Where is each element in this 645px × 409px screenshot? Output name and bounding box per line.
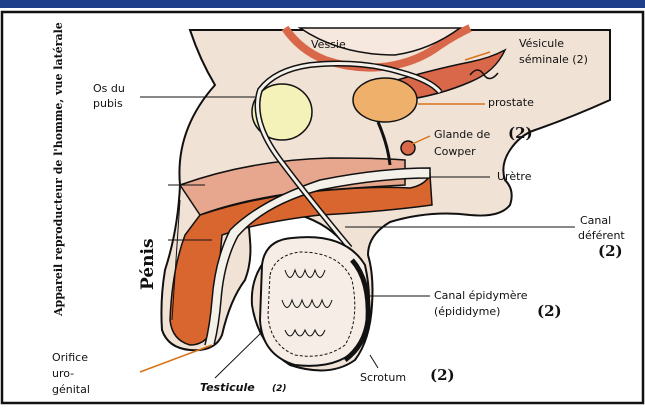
label-vesicule-2: séminale (2) bbox=[519, 53, 588, 66]
label-glande-1: Glande de bbox=[434, 128, 490, 141]
label-canal-1: Canal bbox=[580, 214, 611, 227]
label-orifice-1: Orifice bbox=[52, 351, 88, 364]
label-orifice-2: uro- bbox=[52, 367, 74, 380]
prostate bbox=[353, 78, 417, 122]
label-epid-1: Canal épidymère bbox=[434, 289, 528, 302]
count-canal: (2) bbox=[598, 242, 623, 260]
label-os-1: Os du bbox=[93, 82, 125, 95]
testicle-capsule bbox=[260, 237, 369, 366]
label-orifice-3: génital bbox=[52, 383, 90, 396]
penis-label: Pénis bbox=[138, 238, 158, 290]
count-glande: (2) bbox=[508, 124, 533, 142]
count-scrotum: (2) bbox=[430, 366, 455, 384]
side-title: Appareil reproducteur de l'homme, vue la… bbox=[52, 22, 65, 316]
label-prostate: prostate bbox=[488, 96, 534, 109]
label-canal-2: déférent bbox=[578, 229, 625, 242]
top-border bbox=[0, 0, 645, 8]
label-testicule: Testicule bbox=[200, 381, 255, 394]
label-vesicule-1: Vésicule bbox=[519, 37, 564, 50]
count-testicule: (2) bbox=[272, 383, 287, 396]
label-os-2: pubis bbox=[93, 97, 123, 110]
label-vessie: Vessie bbox=[311, 38, 346, 51]
label-scrotum: Scrotum bbox=[360, 371, 406, 384]
label-uretre: Urètre bbox=[497, 170, 531, 183]
label-epid-2: (épididyme) bbox=[434, 305, 500, 318]
count-epid: (2) bbox=[537, 302, 562, 320]
label-glande-2: Cowper bbox=[434, 145, 476, 158]
